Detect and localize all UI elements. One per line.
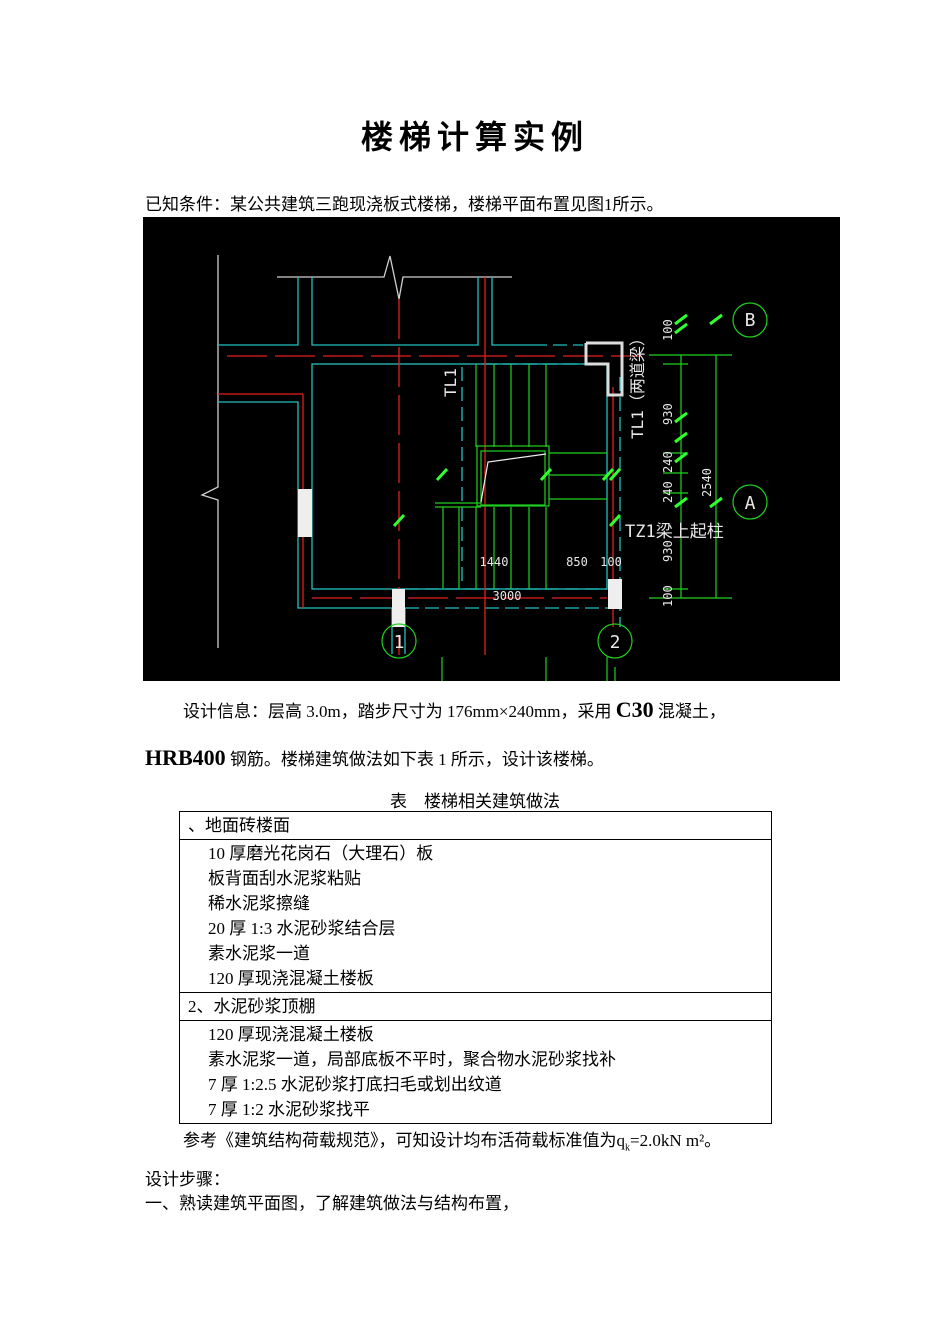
- page-title: 楼梯计算实例: [360, 118, 589, 156]
- dim-v-930-top: 930: [661, 403, 675, 425]
- list-item: 7 厚 1:2 水泥砂浆找平: [208, 1100, 370, 1119]
- dim-v-240-a: 240: [661, 451, 675, 473]
- columns: [298, 341, 624, 627]
- dim-1440: 1440: [480, 555, 509, 569]
- list-item: 板背面刮水泥浆粘贴: [208, 869, 361, 888]
- tl1-left-label: TL1: [441, 368, 460, 397]
- design-info-text: 设计信息：层高 3.0m，踏步尺寸为 176mm×240mm，采用: [183, 702, 612, 721]
- concrete-grade: C30: [615, 697, 654, 722]
- dim-v-100-bottom: 100: [661, 585, 675, 607]
- dim-100: 100: [600, 555, 622, 569]
- table-caption: 表 楼梯相关建筑做法: [390, 792, 560, 811]
- section-items: 120 厚现浇混凝土楼板 素水泥浆一道，局部底板不平时，聚合物水泥砂浆找补 7 …: [179, 1020, 772, 1124]
- dim-3000: 3000: [493, 589, 522, 603]
- section-heading: 、地面砖楼面: [179, 811, 772, 840]
- dim-v-240-b: 240: [661, 481, 675, 503]
- list-item: 7 厚 1:2.5 水泥砂浆打底扫毛或划出纹道: [208, 1075, 502, 1094]
- axis-label-a: A: [745, 493, 756, 514]
- list-item: 素水泥浆一道，局部底板不平时，聚合物水泥砂浆找补: [208, 1050, 616, 1069]
- design-info-post: 钢筋。楼梯建筑做法如下表 1 所示，设计该楼梯。: [229, 750, 604, 769]
- dimension-ticks: [392, 313, 723, 528]
- reference-sub: k: [625, 1142, 630, 1154]
- outline-lines: [200, 255, 512, 648]
- stair-plan-drawing: B A 1 2 1440 850 100 3000 TZ1梁上起柱 TL1 TL…: [143, 217, 840, 767]
- reference-pre: 参考《建筑结构荷载规范》，可知设计均布活荷载标准值为q: [183, 1131, 625, 1150]
- section-items: 10 厚磨光花岗石（大理石）板 板背面刮水泥浆粘贴 稀水泥浆擦缝 20 厚 1:…: [179, 839, 772, 993]
- list-item: 120 厚现浇混凝土楼板: [208, 969, 374, 988]
- list-item: 10 厚磨光花岗石（大理石）板: [208, 844, 434, 863]
- design-info-line2: HRB400 钢筋。楼梯建筑做法如下表 1 所示，设计该楼梯。: [145, 745, 604, 771]
- list-item: 120 厚现浇混凝土楼板: [208, 1025, 374, 1044]
- reference-text: 参考《建筑结构荷载规范》，可知设计均布活荷载标准值为qk=2.0kN m²。: [183, 1126, 721, 1153]
- dim-v-930-bottom: 930: [661, 540, 675, 562]
- design-info-mid: 混凝土，: [657, 702, 726, 721]
- stair-lines: [435, 364, 607, 589]
- tz1-label: TZ1梁上起柱: [625, 522, 724, 542]
- steel-grade: HRB400: [145, 745, 226, 770]
- axis-label-1: 1: [394, 632, 405, 653]
- list-item: 素水泥浆一道: [208, 944, 310, 963]
- reference-post: =2.0kN m²。: [630, 1131, 722, 1150]
- list-item: 20 厚 1:3 水泥砂浆结合层: [208, 919, 396, 938]
- dim-v-2540: 2540: [700, 468, 714, 497]
- list-item: 稀水泥浆擦缝: [208, 894, 310, 913]
- intro-text: 已知条件：某公共建筑三跑现浇板式楼梯，楼梯平面布置见图1所示。: [145, 195, 664, 214]
- design-info-line1: 设计信息：层高 3.0m，踏步尺寸为 176mm×240mm，采用 C30 混凝…: [183, 697, 726, 723]
- section-heading: 2、水泥砂浆顶棚: [179, 992, 772, 1021]
- axis-label-b: B: [745, 310, 756, 331]
- dim-v-100-top: 100: [661, 319, 675, 341]
- tl1-right-label: TL1（两道梁）: [628, 330, 647, 439]
- step-1: 一、熟读建筑平面图，了解建筑做法与结构布置，: [145, 1194, 519, 1213]
- steps-label: 设计步骤：: [145, 1170, 230, 1189]
- dim-850: 850: [566, 555, 588, 569]
- axis-label-2: 2: [610, 632, 621, 653]
- finish-table: 、地面砖楼面 10 厚磨光花岗石（大理石）板 板背面刮水泥浆粘贴 稀水泥浆擦缝 …: [179, 811, 772, 1124]
